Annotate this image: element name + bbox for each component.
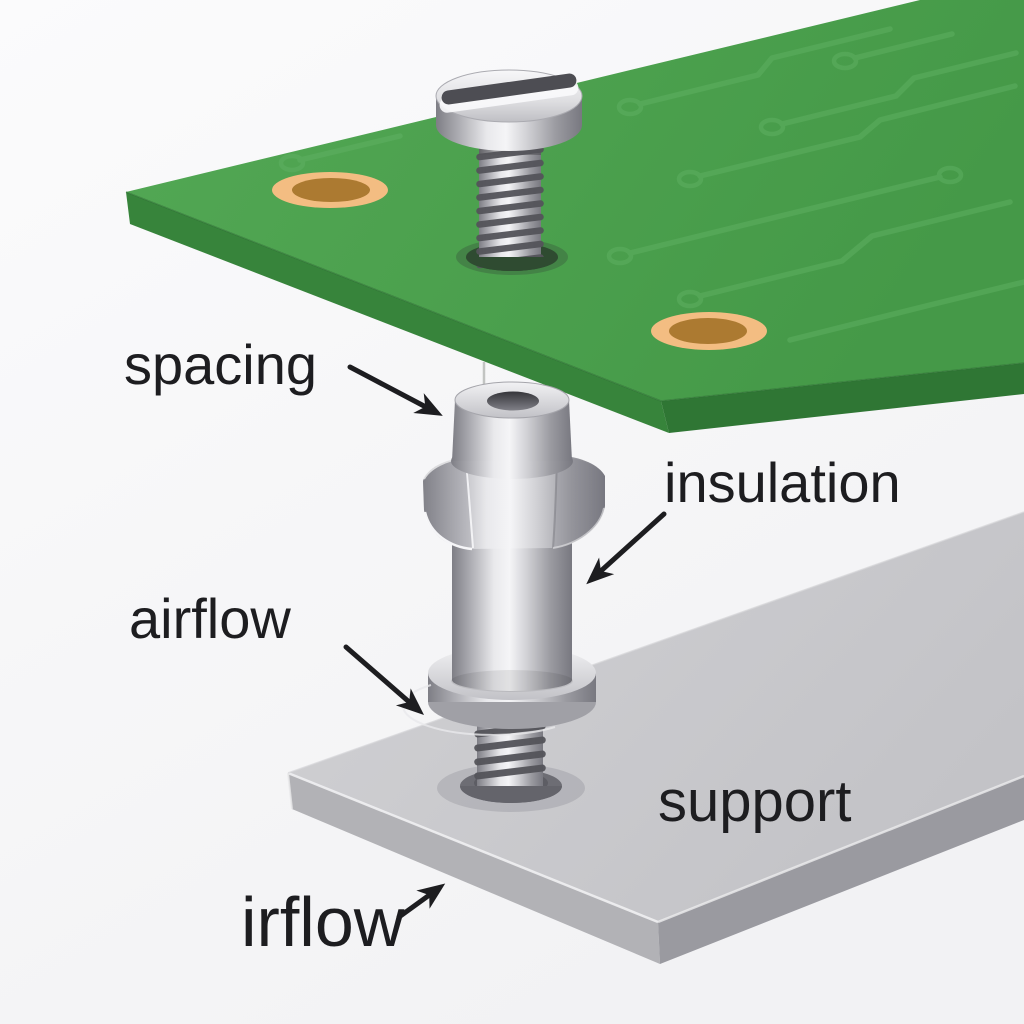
label-support: support <box>658 769 852 834</box>
pcb-edge-right-face <box>661 363 1024 433</box>
insulation-arrow <box>586 511 667 585</box>
plate-edge-highlight-right <box>657 774 1024 924</box>
pcb-edge-left-face <box>126 192 669 433</box>
callout-arrows <box>343 364 667 920</box>
plate-edge-highlight-left <box>287 771 659 924</box>
standoff-top-hole <box>487 391 539 411</box>
plate-corner-edge <box>287 772 293 810</box>
pcb-board <box>125 0 1024 433</box>
plate-face-left <box>288 773 660 964</box>
pcb-traces <box>278 26 1024 343</box>
screw-slot <box>441 73 577 105</box>
plate-back-edge <box>287 511 1024 774</box>
copper-hole-left <box>272 172 388 208</box>
pcb-edge-line <box>125 191 1024 402</box>
label-spacing: spacing <box>124 333 318 396</box>
standoff-spacer <box>401 381 605 812</box>
support-plate <box>287 511 1024 964</box>
mounting-screw <box>435 69 583 275</box>
plate-face-right <box>658 776 1024 964</box>
screw-head <box>435 69 583 151</box>
label-airflow: airflow <box>129 587 291 650</box>
standoff-hex-nut <box>423 454 605 551</box>
irflow-arrow <box>396 883 446 920</box>
copper-hole-right <box>651 312 767 350</box>
airflow-arrow <box>343 644 425 715</box>
spacing-arrow <box>347 364 443 416</box>
plate-top-surface <box>288 512 1024 922</box>
label-insulation: insulation <box>664 451 901 514</box>
standoff-body-cylinder <box>451 540 573 692</box>
standoff-top-cylinder <box>451 381 573 479</box>
pcb-top-surface <box>126 0 1024 401</box>
label-airflow-bottom: irflow <box>241 883 405 961</box>
